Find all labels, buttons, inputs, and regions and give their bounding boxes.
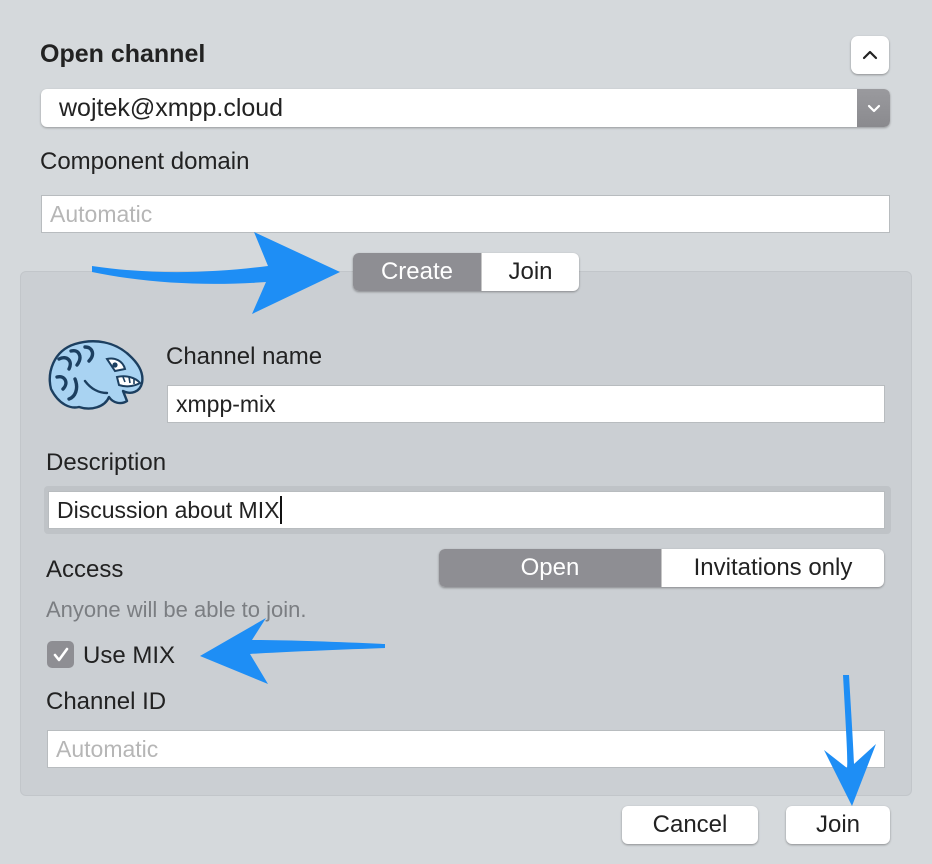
access-segmented-control[interactable]: Open Invitations only	[439, 549, 884, 587]
access-hint: Anyone will be able to join.	[46, 597, 307, 622]
description-label: Description	[46, 449, 167, 476]
account-select-value: wojtek@xmpp.cloud	[59, 93, 284, 122]
channel-name-input[interactable]: xmpp-mix	[167, 385, 885, 423]
access-label: Access	[46, 556, 124, 583]
channel-name-label: Channel name	[166, 343, 323, 370]
channel-name-value: xmpp-mix	[176, 390, 276, 417]
checkmark-icon	[53, 647, 68, 661]
channel-id-placeholder: Automatic	[56, 735, 159, 762]
description-input[interactable]: Discussion about MIX	[48, 491, 885, 529]
segment-create[interactable]: Create	[353, 253, 481, 291]
mode-segmented-control[interactable]: Create Join	[353, 253, 579, 291]
use-mix-label[interactable]: Use MIX	[83, 642, 176, 669]
component-domain-placeholder: Automatic	[50, 200, 153, 227]
dialog-title: Open channel	[40, 40, 206, 68]
component-domain-label: Component domain	[40, 148, 250, 175]
chevron-down-icon	[867, 104, 880, 112]
segment-join[interactable]: Join	[481, 253, 579, 291]
channel-id-input[interactable]: Automatic	[47, 730, 885, 768]
account-select-arrow[interactable]	[857, 89, 890, 127]
channel-id-label: Channel ID	[46, 688, 167, 715]
account-select[interactable]: wojtek@xmpp.cloud	[41, 89, 890, 127]
join-button[interactable]: Join	[786, 806, 890, 844]
chevron-up-icon	[862, 50, 878, 60]
segment-open[interactable]: Open	[439, 549, 661, 587]
description-value: Discussion about MIX	[57, 496, 280, 523]
component-domain-input[interactable]: Automatic	[41, 195, 890, 233]
tiger-avatar-icon[interactable]	[45, 337, 147, 412]
cancel-button[interactable]: Cancel	[622, 806, 758, 844]
use-mix-checkbox[interactable]	[47, 641, 74, 668]
text-caret	[280, 496, 283, 524]
collapse-button[interactable]	[851, 36, 889, 74]
segment-invitations-only[interactable]: Invitations only	[661, 549, 884, 587]
